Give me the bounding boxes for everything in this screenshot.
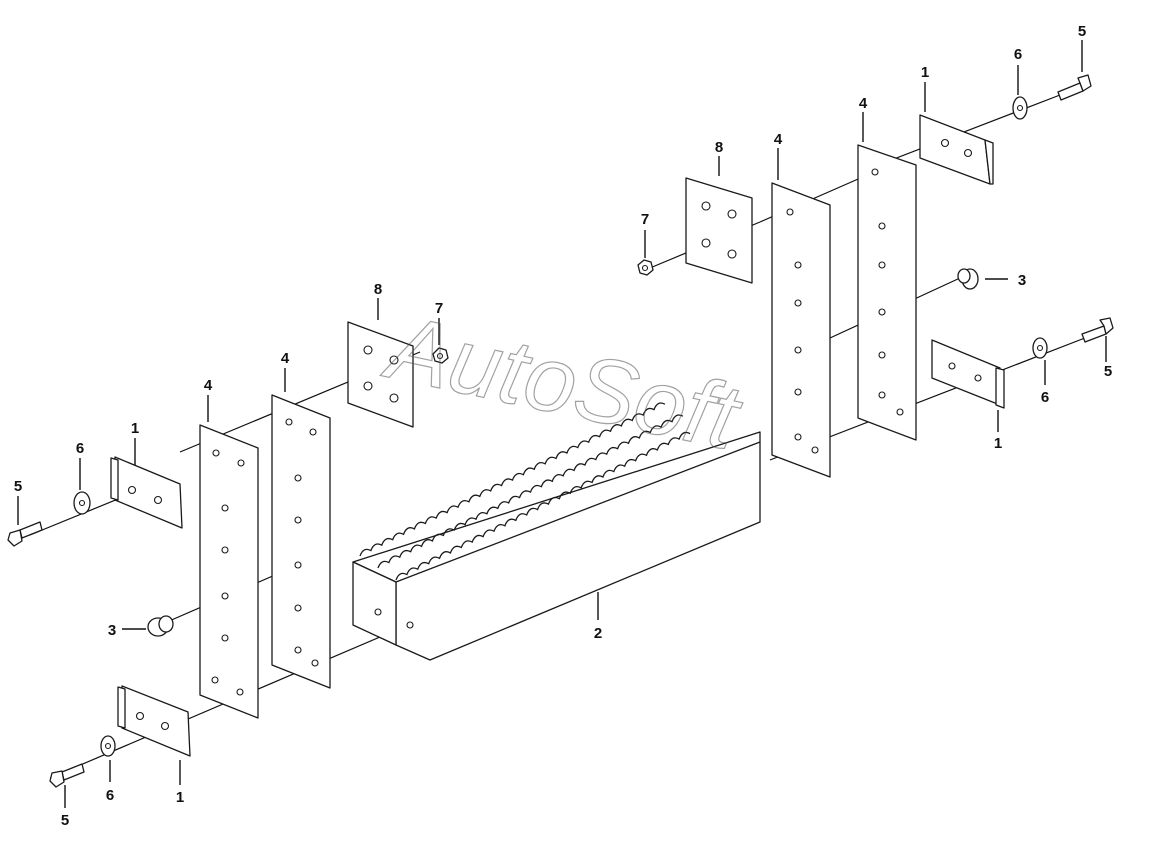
- right-back-plate: [857, 144, 917, 441]
- callout-step-2: 2: [594, 625, 602, 642]
- callout-r-7: 7: [641, 211, 649, 228]
- callout-r-6-bot: 6: [1041, 389, 1049, 406]
- callout-l-4-front: 4: [281, 350, 290, 367]
- left-spacer: [147, 615, 174, 637]
- right-nut: [637, 259, 654, 276]
- right-top-washer: [1012, 96, 1028, 120]
- callout-l-5-top: 5: [14, 478, 22, 495]
- right-top-bolt: [1057, 74, 1092, 101]
- callout-l-4-back: 4: [204, 377, 213, 394]
- callout-l-8: 8: [374, 281, 382, 298]
- callout-r-5-bot: 5: [1104, 363, 1112, 380]
- left-bottom-bolt: [49, 763, 85, 788]
- left-top-bolt: [7, 521, 43, 547]
- callout-r-1-bot: 1: [994, 435, 1002, 452]
- callout-l-1-bot: 1: [176, 789, 184, 806]
- left-bottom-washer: [100, 735, 116, 757]
- callout-r-4-back: 4: [859, 95, 868, 112]
- left-back-plate: [271, 394, 331, 689]
- left-top-bracket: [110, 456, 183, 529]
- callout-l-6-bot: 6: [106, 787, 114, 804]
- leader-lines: [17, 40, 1107, 808]
- callout-l-7: 7: [435, 300, 443, 317]
- left-nut-plate: [347, 321, 414, 428]
- callout-r-3: 3: [1018, 272, 1026, 289]
- right-nut-plate: [685, 177, 753, 284]
- callout-r-4-front: 4: [774, 131, 783, 148]
- callout-r-1-top: 1: [921, 64, 929, 81]
- right-spacer: [957, 268, 979, 290]
- step-body: [352, 402, 761, 661]
- assembly-axes: [29, 94, 1091, 779]
- callout-l-3: 3: [108, 622, 116, 639]
- callout-l-1-top: 1: [131, 420, 139, 437]
- callouts: 1 6 5 4 4 8 7 3 5 6 1 8 7 4 4 1 6 5 3 2 …: [14, 23, 1112, 829]
- left-top-washer: [73, 491, 91, 515]
- callout-l-5-bot: 5: [61, 812, 69, 829]
- callout-l-6-top: 6: [76, 440, 84, 457]
- right-front-plate: [771, 182, 831, 478]
- right-lower-bracket: [931, 339, 1005, 409]
- right-bottom-washer: [1032, 337, 1048, 359]
- right-top-bracket: [919, 114, 994, 185]
- callout-r-6-top: 6: [1014, 46, 1022, 63]
- watermark: AutoSoft: [376, 295, 751, 470]
- callout-r-5-top: 5: [1078, 23, 1086, 40]
- left-front-plate: [199, 424, 259, 719]
- callout-r-8: 8: [715, 139, 723, 156]
- right-bottom-bolt: [1081, 317, 1114, 343]
- left-bottom-bracket: [117, 685, 191, 757]
- left-nut: [432, 347, 449, 364]
